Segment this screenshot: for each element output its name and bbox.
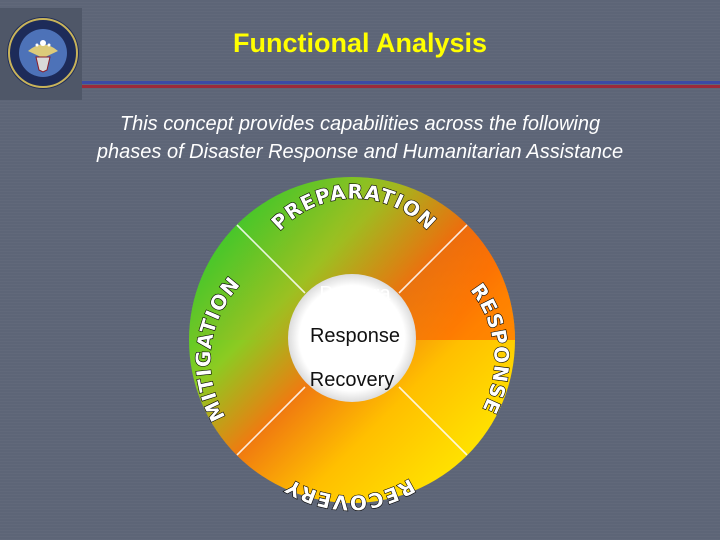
- department-of-defense-seal: [7, 17, 79, 89]
- slide-title: Functional Analysis: [232, 28, 488, 58]
- slide-subtitle: This concept provides capabilities acros…: [30, 110, 690, 166]
- center-item-recovery: Recovery: [310, 369, 394, 391]
- dod-seal-panel: [0, 8, 82, 100]
- center-item-preparation: Prepara: [319, 283, 391, 305]
- subtitle-line-2: phases of Disaster Response and Humanita…: [96, 141, 624, 163]
- title-rule-red: [82, 85, 720, 88]
- title-rule-blue: [82, 81, 720, 84]
- center-item-response: Response: [310, 325, 400, 347]
- wheel-center: [288, 274, 416, 402]
- subtitle-line-1: This concept provides capabilities acros…: [119, 113, 601, 135]
- wheel-dividers: [236, 224, 468, 456]
